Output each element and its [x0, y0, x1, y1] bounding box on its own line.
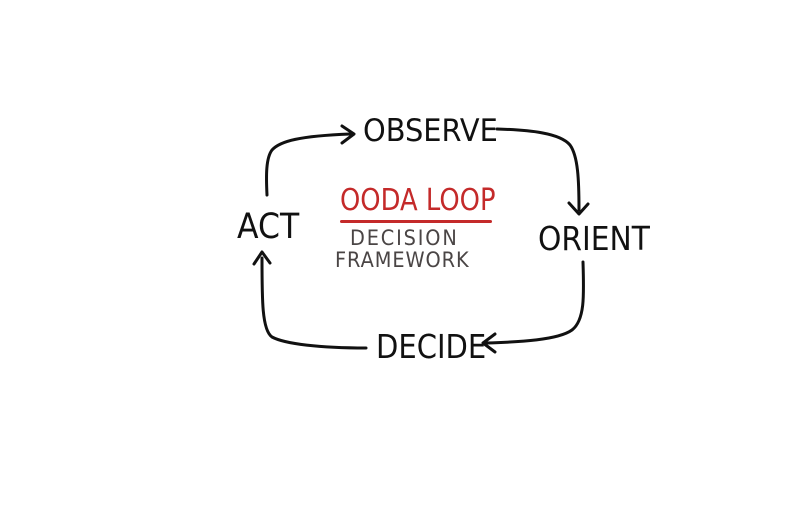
- node-observe: OBSERVE: [363, 113, 498, 149]
- node-decide: DECIDE: [376, 327, 487, 366]
- diagram-subtitle-line-1: DECISION: [350, 226, 459, 250]
- title-underline: [340, 220, 492, 223]
- diagram-subtitle-line-2: FRAMEWORK: [335, 248, 470, 272]
- node-orient: ORIENT: [538, 219, 650, 258]
- arrowhead-act-icon: [252, 250, 272, 266]
- node-act: ACT: [237, 207, 300, 247]
- arrowhead-orient-icon: [567, 201, 590, 216]
- arrow-act-to-observe: [265, 132, 352, 197]
- arrowhead-decide-icon: [481, 332, 497, 354]
- arrowhead-observe-icon: [340, 124, 356, 145]
- arrow-orient-to-decide: [484, 260, 586, 345]
- diagram-title: OODA LOOP: [340, 183, 496, 218]
- arrow-observe-to-orient: [495, 127, 581, 212]
- arrow-decide-to-act: [260, 256, 368, 350]
